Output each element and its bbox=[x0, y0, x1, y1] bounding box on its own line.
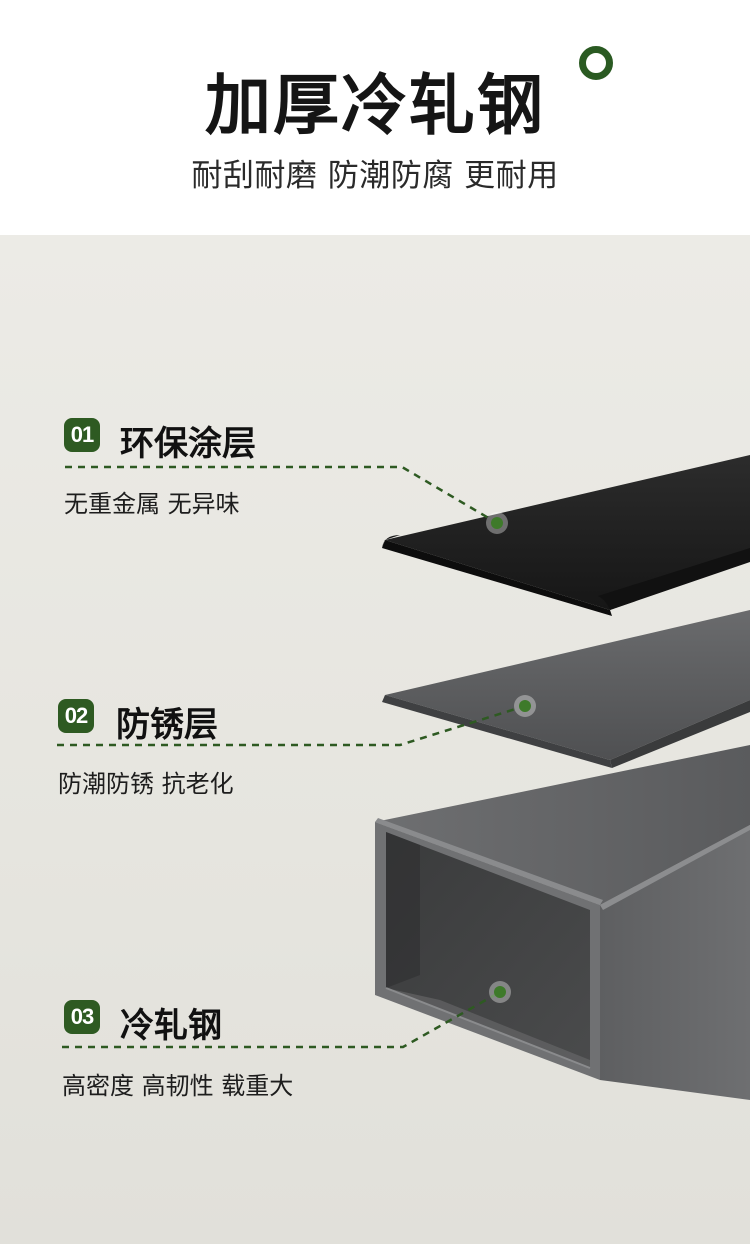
layer-number-badge: 03 bbox=[64, 1000, 100, 1034]
callout-dot bbox=[486, 512, 508, 534]
header: 加厚冷轧钢 耐刮耐磨 防潮防腐 更耐用 bbox=[0, 0, 750, 235]
layer-number-badge: 01 bbox=[64, 418, 100, 452]
callout-lines bbox=[57, 465, 526, 1049]
layer-number-badge: 02 bbox=[58, 699, 94, 733]
ring-icon bbox=[579, 46, 613, 80]
coating-sheet bbox=[382, 455, 750, 616]
callout-dot bbox=[514, 695, 536, 717]
callout-dot bbox=[489, 981, 511, 1003]
layer-desc-rustproof: 防潮防锈 抗老化 bbox=[58, 770, 234, 798]
layer-name-coating: 环保涂层 bbox=[120, 424, 256, 464]
layer-desc-coating: 无重金属 无异味 bbox=[64, 490, 240, 518]
page-title: 加厚冷轧钢 bbox=[205, 67, 545, 144]
steel-tube bbox=[375, 745, 750, 1100]
layer-name-rustproof: 防锈层 bbox=[116, 705, 218, 745]
rustproof-sheet bbox=[382, 610, 750, 768]
layer-name-steel: 冷轧钢 bbox=[120, 1006, 222, 1046]
page-subtitle: 耐刮耐磨 防潮防腐 更耐用 bbox=[191, 158, 559, 194]
layer-desc-steel: 高密度 高韧性 载重大 bbox=[62, 1072, 294, 1100]
